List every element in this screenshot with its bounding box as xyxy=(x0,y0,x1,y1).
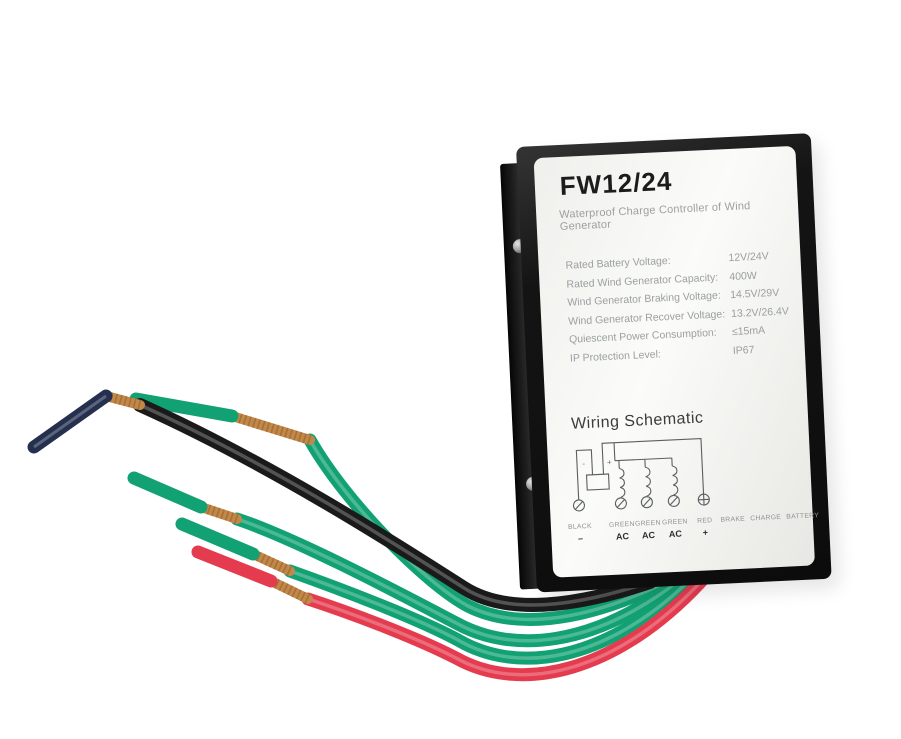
green-ac-wire-3 xyxy=(175,517,699,665)
schematic-coil-bus xyxy=(613,442,673,469)
black-wire-body xyxy=(133,398,657,612)
terminal-label-green-1: GREEN AC xyxy=(608,520,635,542)
red-wire-sheen xyxy=(307,574,708,677)
terminal-label-brake: BRAKE xyxy=(720,515,746,524)
terminal-label-black: BLACK – xyxy=(567,522,593,544)
battery-symbol xyxy=(585,473,610,491)
terminal-circle-green3 xyxy=(667,494,680,508)
terminal-slash xyxy=(669,496,678,506)
red-wire-copper-strands xyxy=(268,576,311,604)
schematic-minus-mark: - xyxy=(582,459,585,468)
schematic-plus-mark: + xyxy=(607,458,612,467)
terminal-slash xyxy=(642,497,651,507)
terminal-cross xyxy=(698,494,710,506)
black-wire-sheen xyxy=(139,403,651,607)
green-wire-3-body xyxy=(283,564,699,665)
terminal-circle-black xyxy=(572,499,586,512)
charge-controller-body: FW12/24 Waterproof Charge Controller of … xyxy=(516,133,832,593)
green-wire-2-tip xyxy=(127,471,208,514)
black-wire-tip-sheen xyxy=(33,394,107,449)
green-wire-2-copper-strands xyxy=(199,502,239,524)
green-wire-1-body xyxy=(303,433,673,626)
green-wire-3-tip xyxy=(175,517,260,561)
terminal-label-red: RED + xyxy=(697,517,713,538)
terminal-circle-green1 xyxy=(614,497,627,510)
green-wire-1-copper xyxy=(227,411,315,445)
green-ac-wire-1 xyxy=(129,392,673,626)
green-wire-1-sheen xyxy=(308,439,667,622)
black-wire-navy-tip xyxy=(27,389,113,454)
terminal-slash xyxy=(616,499,625,508)
green-wire-1-tip xyxy=(129,392,239,423)
terminal-label-battery: BATTERY xyxy=(786,512,820,521)
coil-symbol xyxy=(619,467,626,498)
green-wire-2-sheen xyxy=(236,517,682,643)
green-ac-wire-2 xyxy=(127,471,687,648)
red-wire xyxy=(191,545,713,682)
product-label: FW12/24 Waterproof Charge Controller of … xyxy=(533,145,819,578)
terminal-label-charge: CHARGE xyxy=(750,513,782,523)
green-wire-2-body xyxy=(230,512,687,648)
green-wire-3-copper-strands xyxy=(250,549,293,576)
coil-symbol xyxy=(672,465,679,496)
terminal-labels: BLACK – GREEN AC GREEN AC GREEN AC RED xyxy=(534,146,819,578)
green-wire-1-copper-strands xyxy=(230,411,312,445)
terminal-label-green-3: GREEN AC xyxy=(661,518,688,540)
black-wire xyxy=(27,389,657,612)
red-wire-body xyxy=(301,569,713,682)
coil-symbol xyxy=(645,466,652,497)
wiring-schematic-drawing: - + xyxy=(572,438,710,512)
green-wire-3-sheen xyxy=(289,569,694,660)
terminal-label-green-2: GREEN AC xyxy=(634,519,661,541)
schematic-negative-line xyxy=(575,449,594,500)
red-wire-tip xyxy=(191,545,278,588)
terminal-circle-green2 xyxy=(640,496,653,509)
terminal-slash xyxy=(574,501,583,510)
schematic-positive-line xyxy=(601,438,705,495)
